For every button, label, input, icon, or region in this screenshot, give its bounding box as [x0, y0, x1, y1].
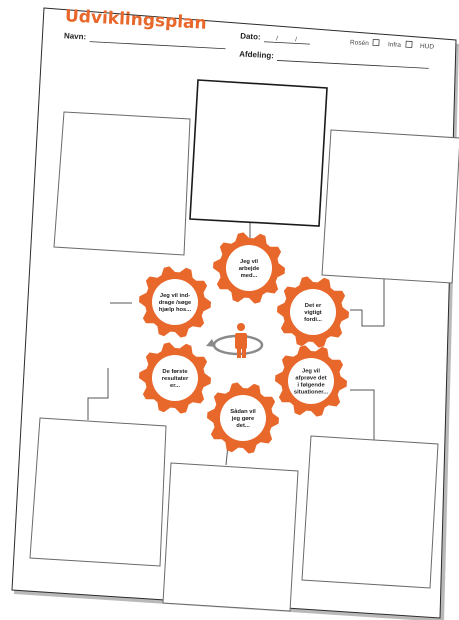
gear-center: [152, 279, 198, 325]
writing-box-bottom-left[interactable]: [29, 417, 167, 567]
gear-2: Det ervigtigtfordi...: [277, 276, 349, 348]
gear-5-text-1: De første: [162, 369, 188, 375]
gear-3-text-1: Jeg vil: [302, 369, 320, 375]
gear-6-text-1: Jeg vil ind-: [160, 293, 190, 299]
gear-3-text-4: situationer...: [294, 390, 329, 396]
gear-5-text-3: er...: [170, 383, 180, 389]
dato-separator-1: /: [276, 35, 278, 42]
gear-center: [220, 395, 266, 441]
option-infra-label: Infra: [388, 41, 402, 49]
gear-3-text-2: afprøve det: [295, 376, 326, 382]
gear-1-text-2: arbejde: [239, 266, 260, 272]
gear-4-text-3: det...: [236, 423, 250, 429]
gear-center: [290, 289, 336, 335]
dato-label: Dato:: [240, 31, 261, 41]
gear-2-text-2: vigtigt: [304, 310, 321, 316]
cycle-arrow-head: [206, 339, 216, 347]
option-rosen-checkbox[interactable]: [372, 39, 380, 47]
gear-center: [226, 245, 272, 291]
navn-label: Navn:: [64, 31, 87, 41]
gear-6-text-2: drage /søge: [159, 300, 192, 306]
dato-separator-2: /: [295, 36, 297, 43]
gear-5: De førsteresultaterer...: [139, 342, 211, 414]
gear-5-text-2: resultater: [162, 376, 189, 382]
gear-1-text-3: med...: [241, 273, 258, 279]
afdeling-label: Afdeling:: [239, 49, 274, 60]
afdeling-field[interactable]: [276, 60, 429, 69]
gear-4-text-1: Sådan vil: [230, 408, 256, 415]
dato-field[interactable]: [263, 41, 310, 45]
option-hud-label: HUD: [420, 43, 435, 51]
gear-1-text-1: Jeg vil: [240, 259, 258, 265]
gear-2-text-1: Det er: [305, 303, 322, 309]
gear-2-text-3: fordi...: [304, 317, 322, 323]
writing-box-bottom-center[interactable]: [162, 462, 299, 612]
gear-4-text-2: jeg gøre: [231, 416, 255, 422]
connectors: [87, 220, 385, 466]
writing-box-top-left[interactable]: [53, 111, 191, 256]
gear-1: Jeg vilarbejdemed...: [213, 232, 285, 304]
gear-center: [152, 355, 198, 401]
writing-box-bottom-right[interactable]: [301, 435, 439, 589]
writing-box-top-center[interactable]: [189, 79, 328, 227]
gear-6-text-3: hjælp hos...: [159, 307, 192, 313]
gear-3-text-3: i følgende: [297, 383, 325, 389]
navn-field[interactable]: [89, 41, 226, 50]
option-infra-checkbox[interactable]: [405, 40, 413, 48]
option-rosen-label: Rosén: [350, 39, 370, 47]
gear-center: [288, 358, 334, 404]
center-figure: [206, 323, 264, 358]
person-icon: [235, 323, 247, 358]
writing-box-top-right[interactable]: [321, 129, 459, 284]
